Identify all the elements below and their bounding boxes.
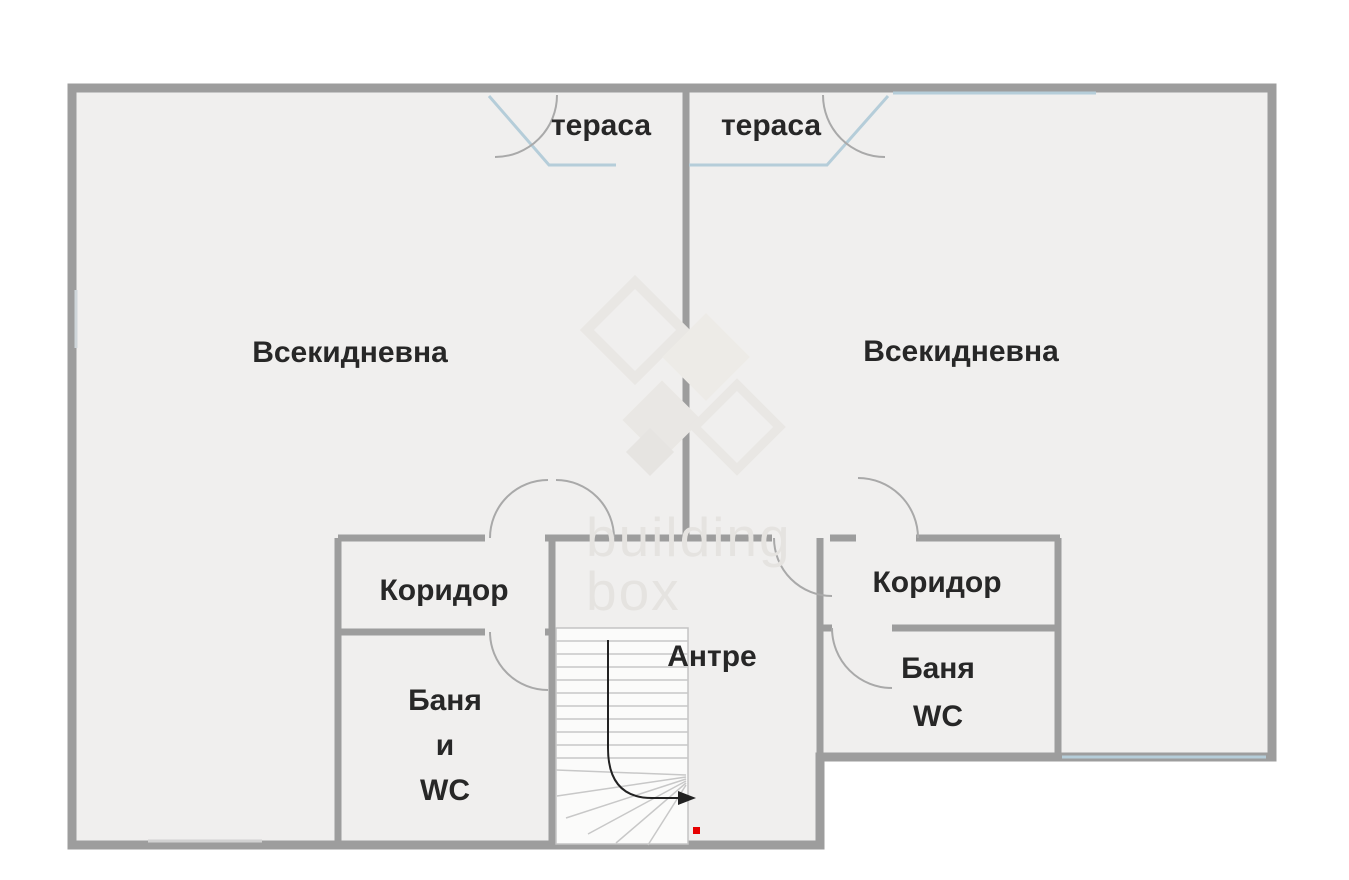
staircase bbox=[555, 627, 700, 846]
door-arc-terrace-left bbox=[494, 94, 558, 158]
door-arc-corridor-right bbox=[857, 477, 919, 539]
room-label-living-left: Всекидневна bbox=[252, 336, 448, 369]
window-terrace-left bbox=[487, 95, 616, 167]
room-label-bath-right-line1: Баня bbox=[901, 652, 975, 685]
room-label-hall: Антре bbox=[667, 640, 757, 673]
watermark-logo bbox=[579, 274, 786, 477]
watermark-diamond-solid-1 bbox=[662, 313, 750, 401]
room-label-bath-left-line3: WC bbox=[420, 774, 470, 807]
window-terrace-right bbox=[689, 95, 890, 167]
watermark-diamond-solid-3 bbox=[625, 427, 675, 477]
stair-well bbox=[555, 627, 689, 845]
room-label-corridor-left: Коридор bbox=[379, 574, 508, 607]
stair-arrow-head-icon bbox=[678, 791, 696, 805]
room-label-living-right: Всекидневна bbox=[863, 335, 1059, 368]
red-marker bbox=[693, 827, 700, 834]
watermark-text-line2: box bbox=[586, 560, 681, 622]
door-arc-stairs-top bbox=[555, 479, 615, 539]
watermark-wordmark: building box bbox=[586, 506, 792, 622]
door-arc-corridor-left bbox=[489, 479, 549, 539]
room-label-terrace-right: тераса bbox=[721, 109, 821, 142]
interior-walls bbox=[334, 90, 1062, 843]
door-arc-terrace-right bbox=[822, 94, 886, 158]
windows bbox=[74, 91, 1266, 843]
room-label-corridor-right: Коридор bbox=[872, 566, 1001, 599]
room-label-terrace-left: тераса bbox=[551, 109, 651, 142]
door-arc-bath-left bbox=[489, 631, 549, 691]
door-arc-hall bbox=[773, 537, 833, 597]
room-label-bath-right-line2: WC bbox=[913, 700, 963, 733]
door-swing-arcs bbox=[489, 94, 919, 691]
watermark-diamond-outline-1 bbox=[579, 274, 691, 386]
room-labels: тераса тераса Всекидневна Всекидневна Ко… bbox=[252, 109, 1059, 807]
room-label-bath-left-line1: Баня bbox=[408, 684, 482, 717]
door-arc-bath-right bbox=[831, 627, 893, 689]
stair-direction-arrow bbox=[607, 640, 678, 799]
stair-treads bbox=[555, 640, 688, 846]
watermark-text-line1: building bbox=[586, 506, 792, 568]
room-label-bath-left-line2: и bbox=[436, 729, 454, 762]
watermark-diamond-outline-2 bbox=[688, 378, 786, 476]
